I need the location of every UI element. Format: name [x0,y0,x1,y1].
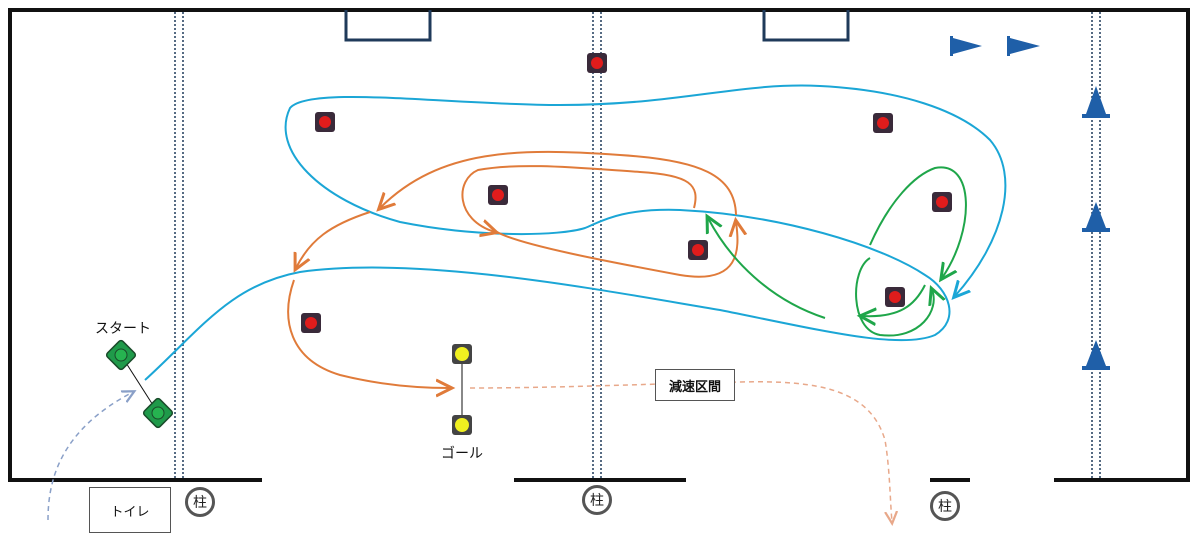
cyan-route [144,84,1007,381]
walls [8,8,1190,482]
goal-markers [452,344,472,435]
yellow-goal-marker-1 [452,344,472,364]
green-route [869,166,967,278]
pillar-right: 柱 [930,491,960,521]
slow-zone-label: 減速区間 [655,369,735,401]
entry-route [47,392,133,521]
blue-cone-icon-3 [1082,340,1110,370]
pillar-left-label: 柱 [193,495,207,511]
red-markers [301,53,952,333]
red-square-marker-7 [885,287,905,307]
pillar-middle: 柱 [582,485,612,515]
toilet-label: トイレ [89,487,171,533]
orange-route-3 [461,165,697,232]
flags [950,36,1040,56]
red-square-marker-5 [932,192,952,212]
red-square-marker-8 [301,313,321,333]
cones [1082,86,1110,370]
blue-flag-icon-1 [950,36,982,56]
red-square-marker-6 [688,240,708,260]
blue-cone-icon-1 [1082,86,1110,118]
blue-flag-icon-2 [1007,36,1040,56]
blue-cone-icon-2 [1082,202,1110,232]
slow-zone-route [469,381,892,522]
red-square-marker-1 [587,53,607,73]
green-route-2 [862,284,926,316]
orange-route [496,222,737,278]
goal-frame-left [344,10,432,42]
goal-frames [344,10,850,42]
green-route-4 [708,218,826,319]
start-markers [105,339,174,429]
orange-route-5 [287,279,450,388]
goal-frame-right [762,10,850,42]
red-square-marker-3 [873,113,893,133]
pillar-middle-label: 柱 [590,493,604,509]
pillar-left: 柱 [185,487,215,517]
red-square-marker-2 [315,112,335,132]
goal-label: ゴール [441,446,483,462]
orange-route-4 [296,211,371,268]
start-label: スタート [95,321,151,337]
green-start-marker-1 [105,339,137,371]
red-square-marker-4 [488,185,508,205]
pillar-right-label: 柱 [938,499,952,515]
green-route-3 [855,257,934,337]
outer-wall [8,8,1190,482]
green-start-marker-2 [142,397,174,429]
dotted-lines [174,12,1101,480]
yellow-goal-marker-2 [452,415,472,435]
orange-route-2 [380,150,737,216]
